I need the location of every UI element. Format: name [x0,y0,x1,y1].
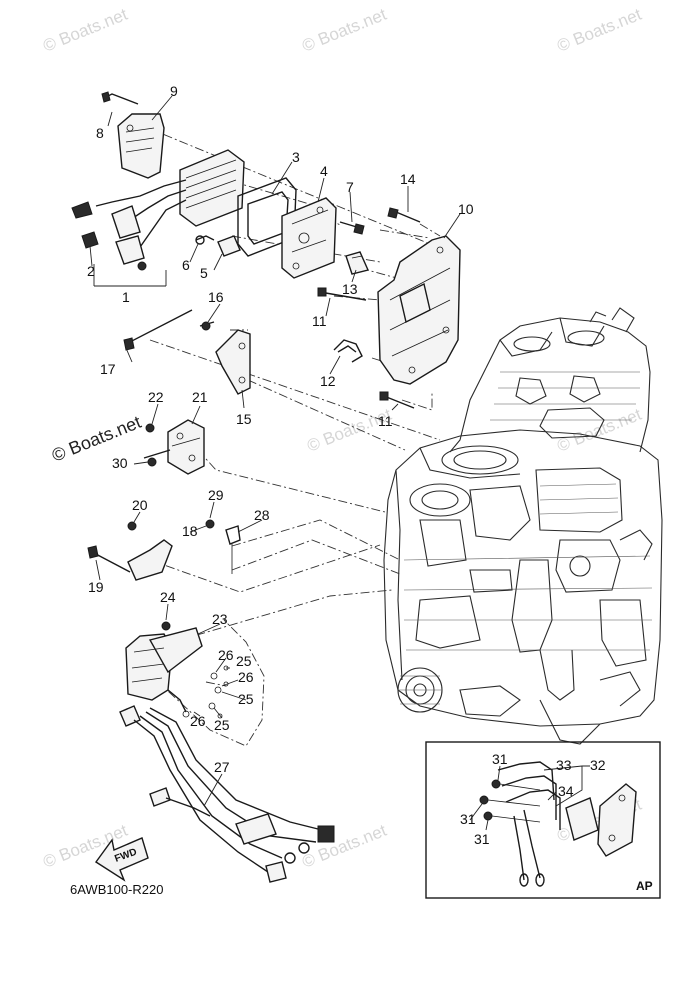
callout-17: 17 [100,361,116,377]
part-holder [345,251,369,275]
callout-3: 3 [292,149,300,165]
part-cdi-unit [125,621,229,719]
fwd-arrow: FWD [94,837,149,882]
part-wire-harness [119,705,335,883]
callout-31-b: 31 [460,811,476,827]
inset-label: AP [636,879,653,893]
callout-25-b: 25 [238,691,254,707]
callout-29: 29 [208,487,224,503]
watermark: © Boats.net [49,412,144,466]
part-main-bracket [377,235,461,385]
callout-13: 13 [342,281,358,297]
watermark: © Boats.net [554,5,644,56]
callout-30: 30 [112,455,128,471]
callout-8: 8 [96,125,104,141]
callout-20: 20 [132,497,148,513]
callout-22: 22 [148,389,164,405]
callout-labels: 9 8 3 4 7 14 10 2 1 6 5 13 11 16 17 12 1… [87,83,606,847]
leader-lines [89,95,590,831]
callout-15: 15 [236,411,252,427]
callout-16: 16 [208,289,224,305]
part-bracket-cover [101,91,165,179]
inset-ap [425,741,661,899]
callout-28: 28 [254,507,270,523]
callout-11-lower: 11 [378,413,393,429]
callout-32: 32 [590,757,606,773]
part-side-bracket [123,309,251,395]
callout-26-b: 26 [238,669,254,685]
part-clamp [333,339,363,363]
part-lower-bracket [87,519,241,581]
part-rectifier-regulator [71,149,245,271]
callout-4: 4 [320,163,328,179]
part-mount-plate [143,419,205,475]
callout-26-c: 26 [190,713,206,729]
callout-14: 14 [400,171,416,187]
engine-block [383,307,663,745]
diagram-ref-code: 6AWB100-R220 [70,882,163,897]
callout-5: 5 [200,265,208,281]
watermark: © Boats.net [40,5,130,56]
callout-6: 6 [182,257,190,273]
callout-31-a: 31 [492,751,508,767]
callout-9: 9 [170,83,178,99]
callout-10: 10 [458,201,474,217]
callout-25-c: 25 [214,717,230,733]
callout-2: 2 [87,263,95,279]
callout-27: 27 [214,759,230,775]
part-cable-ties [317,287,415,409]
part-plate [281,197,337,279]
callout-21: 21 [192,389,208,405]
callout-1: 1 [122,289,130,305]
callout-33: 33 [556,757,572,773]
callout-19: 19 [88,579,104,595]
callout-26-a: 26 [218,647,234,663]
callout-7: 7 [346,179,354,195]
callout-12: 12 [320,373,336,389]
callout-24: 24 [160,589,176,605]
callout-23: 23 [212,611,228,627]
part-bolts-upper [339,207,421,235]
callout-34: 34 [558,783,574,799]
callout-31-c: 31 [474,831,490,847]
callout-18: 18 [182,523,198,539]
callout-25-a: 25 [236,653,252,669]
callout-11-upper: 11 [312,313,327,329]
part-clip-screw [195,235,241,257]
watermark: © Boats.net [299,5,389,56]
